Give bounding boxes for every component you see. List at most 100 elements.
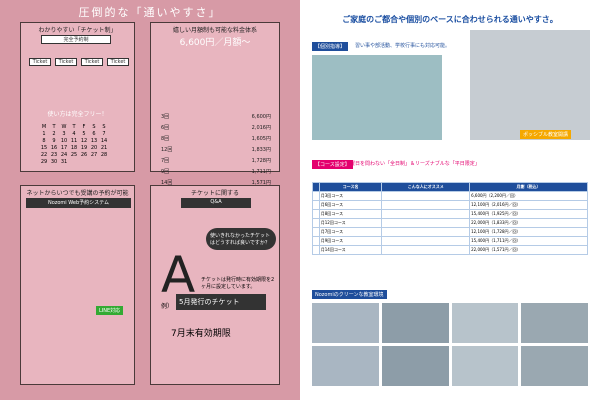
price-value: 1,711円 xyxy=(251,169,271,175)
calendar-date: 3 xyxy=(62,130,66,137)
price-value: 1,605円 xyxy=(251,136,271,142)
features-tag: 【個別指導】 xyxy=(312,42,349,51)
question-bubble: 使いきれなかったチケットはどうすれば良いですか？ xyxy=(206,228,276,250)
course-title: 曜日を問わない「全日制」＆リーズナブルな「平日限定」 xyxy=(350,161,480,167)
ticket-icon: Ticket xyxy=(107,58,129,66)
calendar-day-label: T xyxy=(52,123,56,130)
table-cell: 月6回コース xyxy=(318,200,383,210)
gallery-photo xyxy=(451,346,519,386)
table-cell xyxy=(381,245,471,255)
calendar-date: 24 xyxy=(60,151,68,158)
web-section: ネットからいつでも受講の予約が可能 Nozomi Web予約システム LINE対… xyxy=(20,185,135,385)
price-value: 1,833円 xyxy=(251,147,271,153)
campaign-badge: ポッシブル教室開講 xyxy=(520,130,572,139)
qa-section: チケットに関する Q&A 使いきれなかったチケットはどうすれば良いですか？ A … xyxy=(150,185,280,385)
table-cell xyxy=(312,236,320,246)
calendar-date: 26 xyxy=(80,151,88,158)
example-ticket: 5月発行のチケット xyxy=(176,294,266,310)
calendar-date: 22 xyxy=(40,151,48,158)
reservation-label: 完全予約制 xyxy=(41,35,111,44)
gallery-photo xyxy=(381,303,449,343)
answer-text: チケットは発行時に有効期限を2ヶ月に設定しています。 xyxy=(201,277,275,290)
ticket-suffix: のチケット xyxy=(204,298,240,306)
table-cell: 月12回コース xyxy=(318,218,383,228)
course-tag: 【コース設定】 xyxy=(312,160,353,169)
calendar-day-label: T xyxy=(72,123,76,130)
table-cell: 月8回コース xyxy=(318,209,383,219)
gallery-photo xyxy=(451,303,519,343)
calendar-date: 25 xyxy=(70,151,78,158)
calendar-date: 8 xyxy=(42,137,46,144)
calendar-date: 7 xyxy=(102,130,106,137)
classroom-photo xyxy=(312,55,442,140)
table-cell xyxy=(312,209,320,219)
table-cell: 12,100円（2,016円／回） xyxy=(469,200,588,210)
price-value: 1,571円 xyxy=(251,180,271,186)
calendar-date: 27 xyxy=(90,151,98,158)
monthly-heading: 嬉しい月額制も可能な料金体系 xyxy=(172,27,257,34)
table-cell: 15,400円（1,711円／回） xyxy=(469,236,588,246)
table-cell xyxy=(312,218,320,228)
headline: ご家庭のご都合や個別のペースに合わせられる通いやすさ。 xyxy=(342,15,558,24)
price-value: 1,728円 xyxy=(251,158,271,164)
table-cell: 22,000円（1,833円／回） xyxy=(469,218,588,228)
calendar-date: 5 xyxy=(82,130,86,137)
gallery-photo xyxy=(312,303,379,343)
calendar-date: 28 xyxy=(100,151,108,158)
calendar-date: 9 xyxy=(52,137,56,144)
free-use-label: 使い方は完全フリー！ xyxy=(47,111,108,118)
calendar-date: 4 xyxy=(72,130,76,137)
table-cell xyxy=(381,218,471,228)
table-cell: 月7回コース xyxy=(318,227,383,237)
calendar-date: 10 xyxy=(60,137,68,144)
calendar-day-label: F xyxy=(82,123,86,130)
table-header: コース名 xyxy=(318,182,383,192)
price-count: 8回 xyxy=(161,136,170,142)
price-count: 12回 xyxy=(161,147,173,153)
calendar-day-label: W xyxy=(61,123,67,130)
table-cell xyxy=(381,200,471,210)
table-header xyxy=(312,182,320,192)
table-cell xyxy=(312,191,320,201)
price-count: 14回 xyxy=(161,180,173,186)
calendar-date: 21 xyxy=(100,144,108,151)
calendar-day-label: S xyxy=(102,123,106,130)
qa-heading: チケットに関する xyxy=(190,190,239,197)
example-label: 例） xyxy=(161,303,174,310)
line-badge: LINE対応 xyxy=(96,306,124,315)
monthly-price: 6,600円／月額～ xyxy=(179,38,251,48)
price-value: 2,016円 xyxy=(251,125,271,131)
ticket-issue-month: 5月発行 xyxy=(179,298,205,306)
calendar-date: 12 xyxy=(80,137,88,144)
calendar-date: 2 xyxy=(52,130,56,137)
calendar-date: 14 xyxy=(100,137,108,144)
gallery-photo xyxy=(381,346,449,386)
calendar-date: 18 xyxy=(70,144,78,151)
calendar-date: 11 xyxy=(70,137,78,144)
table-cell: 22,000円（1,571円／回） xyxy=(469,245,588,255)
table-cell: 月9回コース xyxy=(318,236,383,246)
table-cell xyxy=(312,245,320,255)
right-page: ご家庭のご都合や個別のペースに合わせられる通いやすさ。 【個別指導】 習い事や部… xyxy=(300,0,600,400)
ticket-heading: わかりやすい「チケット制」 xyxy=(38,27,117,34)
left-page: 圧倒的な「通いやすさ」 わかりやすい「チケット制」 完全予約制 Ticket T… xyxy=(0,0,300,400)
calendar-date xyxy=(99,158,109,165)
table-cell xyxy=(381,209,471,219)
table-row: 月12回コース 22,000円（1,833円／回） xyxy=(312,218,588,228)
table-cell xyxy=(381,227,471,237)
calendar-date: 23 xyxy=(50,151,58,158)
calendar-date xyxy=(69,158,79,165)
calendar-date: 29 xyxy=(40,158,48,165)
price-value: 6,600円 xyxy=(251,114,271,120)
table-cell: 6,600円（2,200円／回） xyxy=(469,191,588,201)
calendar-date: 30 xyxy=(50,158,58,165)
ticket-section: わかりやすい「チケット制」 完全予約制 Ticket Ticket Ticket… xyxy=(20,22,135,172)
